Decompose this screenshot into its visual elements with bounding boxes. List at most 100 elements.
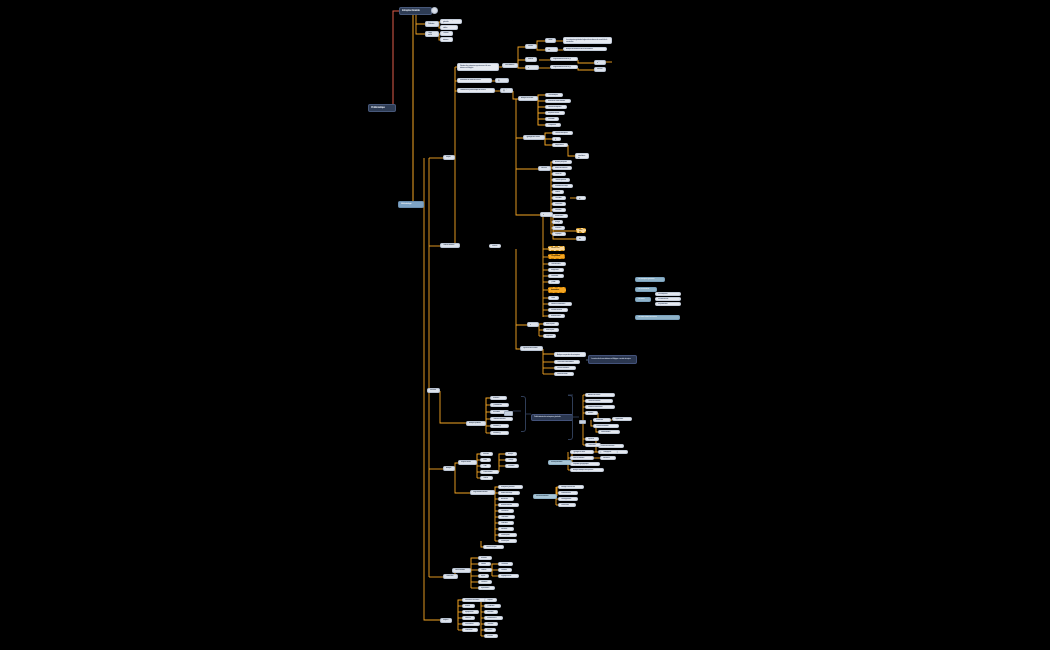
mindmap-node-n074[interactable]: Sécurité <box>576 196 586 200</box>
mindmap-node-n025[interactable]: Les entreprises générales belges et les … <box>563 37 612 44</box>
mindmap-node-n120[interactable]: Synthèse des résultats <box>520 346 543 351</box>
mindmap-node-n053[interactable]: Indépendants <box>552 143 568 147</box>
mindmap-node-n191[interactable]: Méthode <box>480 452 493 456</box>
mindmap-node-n026[interactable]: Analyse des tendances de la sous-traitan… <box>563 47 607 51</box>
mindmap-node-n098[interactable]: Normes et certifications <box>548 302 572 306</box>
mindmap-node-n250[interactable]: Investissement <box>484 616 503 620</box>
mindmap-node-n029[interactable]: Approche <box>594 60 606 65</box>
mindmap-node-n073[interactable]: Logistique <box>552 232 566 236</box>
mindmap-node-n015[interactable]: Analyse (2) <box>500 88 513 93</box>
mindmap-node-n043[interactable]: Nombre d'entreprises <box>545 105 567 109</box>
mindmap-node-n150[interactable]: Attentes du marché <box>585 393 615 397</box>
mindmap-node-n068[interactable]: Rénovation <box>552 202 566 206</box>
mindmap-node-n183[interactable]: Développement <box>558 497 578 501</box>
mindmap-node-n041[interactable]: Caractéristiques <box>545 93 563 97</box>
mindmap-node-n123[interactable]: Recommandations <box>554 366 576 370</box>
mindmap-node-n113[interactable]: Logement <box>543 334 556 338</box>
mindmap-node-n030[interactable]: Résultat <box>594 67 606 72</box>
mindmap-node-n046[interactable]: Perspectives <box>545 123 561 127</box>
mindmap-node-n111[interactable]: Marché public <box>543 322 559 326</box>
mindmap-node-n200[interactable]: Segmentation clientèle <box>470 490 495 495</box>
mindmap-node-n244[interactable]: Finances <box>462 616 475 620</box>
mindmap-node-n028[interactable]: Segmentation du marché (2) <box>550 65 578 69</box>
mindmap-node-n224[interactable]: Export <box>478 574 489 578</box>
mindmap-node-n205[interactable]: Promoteurs <box>498 509 514 513</box>
mindmap-node-n171[interactable]: Typologie de clients <box>570 450 594 454</box>
mindmap-node-n184[interactable]: Plan d'action <box>558 503 576 507</box>
mindmap-node-n152[interactable]: Relations contractuelles <box>585 405 615 409</box>
mindmap-node-n180[interactable]: Recommandations <box>533 494 557 499</box>
mindmap-node-n147[interactable]: Profil et attentes des entreprises génér… <box>531 414 573 421</box>
mindmap-root-node-r3[interactable]: Méthodologie <box>398 201 424 208</box>
mindmap-node-n263[interactable]: Analyse <box>443 466 455 471</box>
mindmap-node-n190[interactable]: Enquête terrain <box>458 460 477 465</box>
mindmap-node-n182[interactable]: Positionnement <box>558 491 578 495</box>
mindmap-node-n124[interactable]: Limites de l'étude <box>554 372 574 376</box>
mindmap-node-n261[interactable]: Collecte données <box>440 243 460 248</box>
mindmap-node-n248[interactable]: Qualification <box>484 604 501 608</box>
mindmap-node-n194[interactable]: Guide entretien <box>480 470 499 474</box>
mindmap-node-n134[interactable]: Les entreprises <box>655 292 681 296</box>
mindmap-node-n262[interactable]: Résultats <box>427 388 440 393</box>
mindmap-node-n151[interactable]: Critères de sélection <box>585 399 613 403</box>
mindmap-node-n193[interactable]: Outils <box>480 464 491 468</box>
mindmap-node-n010[interactable]: Situation des entreprises ayant recours … <box>457 63 499 71</box>
mindmap-node-n226[interactable]: Implantations <box>478 586 495 590</box>
mindmap-node-n002[interactable]: Objet social <box>425 31 439 37</box>
mindmap-node-n197[interactable]: Codage <box>505 458 517 462</box>
mindmap-node-n210[interactable]: Secteur privé <box>498 539 517 543</box>
mindmap-node-n245[interactable]: Sous-traitants <box>462 622 480 626</box>
mindmap-node-n221[interactable]: Bruxelles <box>478 556 492 560</box>
mindmap-node-n181[interactable]: Stratégie commerciale <box>558 485 584 489</box>
mindmap-node-n260[interactable]: Étapes <box>443 155 455 160</box>
mindmap-node-n251[interactable]: Trésorerie <box>484 622 498 626</box>
mindmap-node-n080[interactable]: Production <box>540 212 553 217</box>
mindmap-node-n050[interactable]: Typologie des acteurs <box>523 135 545 140</box>
mindmap-node-n144[interactable]: Traitement données <box>490 417 513 421</box>
mindmap-node-n146[interactable]: Résultats (2) <box>490 431 509 435</box>
mindmap-node-n158[interactable]: Leviers de croissance <box>598 444 624 448</box>
mindmap-node-n125[interactable]: Le secteur de la sous-traitance en Belgi… <box>588 355 637 364</box>
mindmap-node-n093[interactable]: Marge brute <box>548 268 564 272</box>
mindmap-node-n096[interactable]: Innovation <box>548 287 566 293</box>
mindmap-node-n012[interactable]: Définition de la problématique du secteu… <box>457 88 495 93</box>
mindmap-node-n175[interactable]: Cartographie <box>600 450 618 454</box>
mindmap-node-n006[interactable]: Sous-traitance <box>440 37 453 42</box>
mindmap-node-n160[interactable]: Synthèse <box>585 437 599 441</box>
mindmap-node-n081[interactable]: Organisation <box>576 228 586 233</box>
mindmap-node-n061[interactable]: Activités principales <box>552 160 572 164</box>
mindmap-node-n022[interactable]: Concurrence <box>525 65 539 70</box>
mindmap-node-n024[interactable]: Fournisseurs <box>545 47 558 52</box>
mindmap-node-n062[interactable]: Métiers du bâtiment <box>552 166 572 170</box>
mindmap-node-n121[interactable]: Analyse comparative des entreprises <box>554 352 586 357</box>
mindmap-node-n243[interactable]: Équipements <box>462 610 479 614</box>
mindmap-node-n172[interactable]: Volumes d'affaires <box>570 456 594 460</box>
mindmap-node-n227[interactable]: Couverture <box>498 562 513 566</box>
mindmap-node-n249[interactable]: Formation <box>484 610 498 614</box>
mindmap-node-n023[interactable]: Clients <box>545 38 556 43</box>
mindmap-node-n173[interactable]: Répartition géographique <box>570 462 600 466</box>
mindmap-node-n066[interactable]: Finitions <box>552 190 564 194</box>
mindmap-node-n142[interactable]: Questionnaire <box>490 403 509 407</box>
mindmap-node-n141[interactable]: Entretiens <box>490 396 507 400</box>
mindmap-node-n195[interactable]: Collecte <box>480 476 493 480</box>
mindmap-node-n207[interactable]: Particuliers <box>498 521 514 525</box>
mindmap-node-n222[interactable]: Flandre <box>478 562 491 566</box>
mindmap-node-n133[interactable]: Les autres acteurs du secteur <box>635 315 680 320</box>
mindmap-node-n220[interactable]: Zones d'activité <box>452 568 471 573</box>
mindmap-node-n131[interactable]: Les sous-traitants <box>635 287 657 292</box>
mindmap-node-n204[interactable]: Bureaux d'études <box>498 503 519 507</box>
mindmap-node-n240[interactable]: Moyens <box>440 618 452 623</box>
mindmap-node-n091[interactable]: Compétitivité <box>548 254 565 259</box>
mindmap-node-n001[interactable]: Définition <box>425 21 439 27</box>
mindmap-node-n208[interactable]: Industriels <box>498 527 514 531</box>
mindmap-node-n110[interactable]: Demande <box>527 322 539 327</box>
mindmap-node-n246[interactable]: Partenariats <box>462 628 478 632</box>
mindmap-node-n247[interactable]: Capacité <box>484 598 497 602</box>
mindmap-node-n145[interactable]: Résultats (1) <box>490 424 509 428</box>
mindmap-node-n065[interactable]: Installation technique <box>552 184 573 188</box>
mindmap-node-n013[interactable]: Sous-traitance <box>502 63 518 68</box>
mindmap-node-n253[interactable]: Sélection <box>484 634 498 638</box>
mindmap-node-n064[interactable]: Travaux spéciaux <box>552 178 570 182</box>
